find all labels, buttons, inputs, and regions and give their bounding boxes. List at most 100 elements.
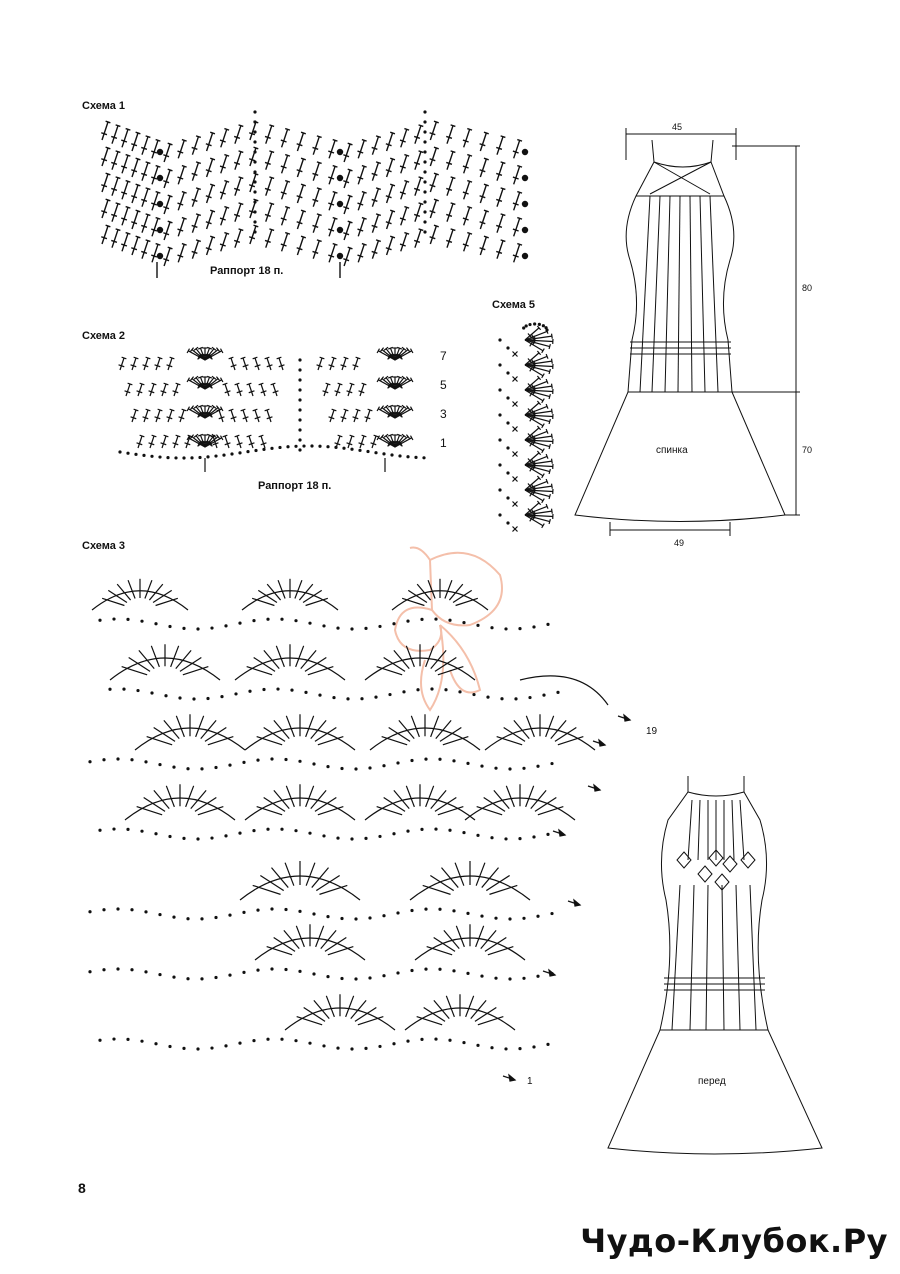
double-crochet-symbol xyxy=(500,161,506,165)
chain-stitch-symbol xyxy=(340,916,344,921)
double-crochet-symbol xyxy=(505,785,515,808)
double-crochet-symbol xyxy=(219,165,226,169)
double-crochet-symbol xyxy=(111,239,118,243)
chain-stitch-symbol xyxy=(342,446,346,450)
double-crochet-symbol xyxy=(328,218,336,237)
chain-stitch-symbol xyxy=(550,911,554,916)
double-crochet-symbol xyxy=(151,140,159,159)
chain-stitch-symbol xyxy=(298,358,302,362)
double-crochet-symbol xyxy=(224,205,230,209)
chain-stitch-symbol xyxy=(122,687,126,691)
chain-stitch-symbol xyxy=(423,110,427,114)
scheme-2-row-7: 7 xyxy=(440,349,447,363)
double-crochet-symbol xyxy=(296,184,305,204)
double-crochet-symbol xyxy=(277,579,286,599)
double-crochet-symbol xyxy=(195,135,202,139)
chain-stitch-symbol xyxy=(506,346,510,350)
double-crochet-symbol xyxy=(316,364,323,368)
double-crochet-symbol xyxy=(115,124,121,128)
double-crochet-symbol xyxy=(276,356,282,360)
double-crochet-symbol xyxy=(199,353,205,359)
chain-stitch-symbol xyxy=(326,975,330,979)
fan-arc xyxy=(464,797,576,821)
double-crochet-symbol xyxy=(483,796,506,812)
double-crochet-symbol xyxy=(496,136,504,155)
double-crochet-symbol xyxy=(404,205,410,209)
double-crochet-symbol xyxy=(418,228,424,232)
double-crochet-symbol xyxy=(296,158,305,178)
chain-stitch-symbol xyxy=(214,915,218,920)
double-crochet-symbol xyxy=(489,884,518,895)
double-crochet-symbol xyxy=(272,383,278,397)
back-width-bottom: 49 xyxy=(674,538,685,548)
chain-stitch-symbol xyxy=(490,836,494,840)
chain-stitch-symbol xyxy=(298,759,302,763)
double-crochet-symbol xyxy=(343,206,350,210)
chain-stitch-symbol xyxy=(168,834,172,839)
chain-stitch-symbol xyxy=(168,1044,172,1049)
double-crochet-symbol xyxy=(357,176,364,180)
double-crochet-symbol xyxy=(191,214,200,233)
double-crochet-symbol xyxy=(385,210,394,230)
double-crochet-symbol xyxy=(545,378,549,384)
double-crochet-symbol xyxy=(228,356,234,360)
chain-stitch-symbol xyxy=(366,449,370,454)
double-crochet-symbol xyxy=(325,995,335,1018)
chain-stitch-symbol xyxy=(522,766,526,770)
double-crochet-symbol xyxy=(398,719,415,739)
double-crochet-symbol xyxy=(172,442,179,446)
double-crochet-symbol xyxy=(524,464,544,477)
double-crochet-symbol xyxy=(234,151,242,170)
double-crochet-symbol xyxy=(187,434,193,438)
double-crochet-symbol xyxy=(513,719,530,739)
double-crochet-symbol xyxy=(204,436,219,448)
scheme-2-row-3: 3 xyxy=(440,407,447,421)
double-crochet-symbol xyxy=(527,383,533,389)
double-crochet-symbol xyxy=(376,806,403,816)
chain-stitch-symbol xyxy=(298,448,302,452)
double-crochet-symbol xyxy=(329,409,335,423)
double-crochet-symbol xyxy=(541,473,545,479)
double-crochet-symbol xyxy=(429,173,437,193)
chain-stitch-symbol xyxy=(462,830,466,835)
double-crochet-symbol xyxy=(377,379,396,390)
double-crochet-symbol xyxy=(191,349,206,361)
double-crochet-symbol xyxy=(524,485,553,491)
double-crochet-symbol xyxy=(328,416,335,420)
double-crochet-symbol xyxy=(401,375,407,380)
chain-stitch-symbol xyxy=(238,831,242,835)
double-crochet-symbol xyxy=(314,726,337,742)
double-crochet-symbol xyxy=(125,383,131,397)
double-crochet-symbol xyxy=(529,390,534,397)
double-crochet-symbol xyxy=(312,188,320,207)
chain-stitch-symbol xyxy=(354,767,358,771)
double-crochet-symbol xyxy=(536,500,542,506)
double-crochet-symbol xyxy=(346,442,353,446)
chain-stitch-symbol xyxy=(506,496,510,500)
chain-stitch-symbol xyxy=(144,910,148,914)
double-crochet-symbol xyxy=(389,157,396,161)
double-crochet-symbol xyxy=(529,415,534,422)
double-crochet-symbol xyxy=(381,349,396,361)
double-crochet-symbol xyxy=(533,485,536,492)
double-crochet-symbol xyxy=(305,862,316,886)
double-crochet-symbol xyxy=(249,225,257,245)
double-crochet-symbol xyxy=(496,162,504,181)
double-crochet-symbol xyxy=(524,360,553,366)
double-crochet-symbol xyxy=(208,411,213,418)
chain-stitch-symbol xyxy=(350,1047,354,1051)
row-direction-arrow xyxy=(573,898,582,907)
back-height-top: 80 xyxy=(802,283,813,293)
double-crochet-symbol xyxy=(371,136,380,155)
chain-stitch-symbol xyxy=(340,766,344,771)
chain-stitch-symbol xyxy=(294,829,298,833)
chain-stitch-symbol xyxy=(253,130,257,134)
double-crochet-symbol xyxy=(389,131,396,135)
back-pattern-label: спинка xyxy=(656,445,688,456)
double-crochet-symbol xyxy=(381,436,396,448)
double-crochet-symbol xyxy=(401,346,407,351)
chain-stitch-symbol xyxy=(158,912,162,917)
chain-stitch-symbol xyxy=(154,832,158,836)
double-crochet-symbol xyxy=(529,440,534,447)
double-crochet-symbol xyxy=(503,726,526,742)
